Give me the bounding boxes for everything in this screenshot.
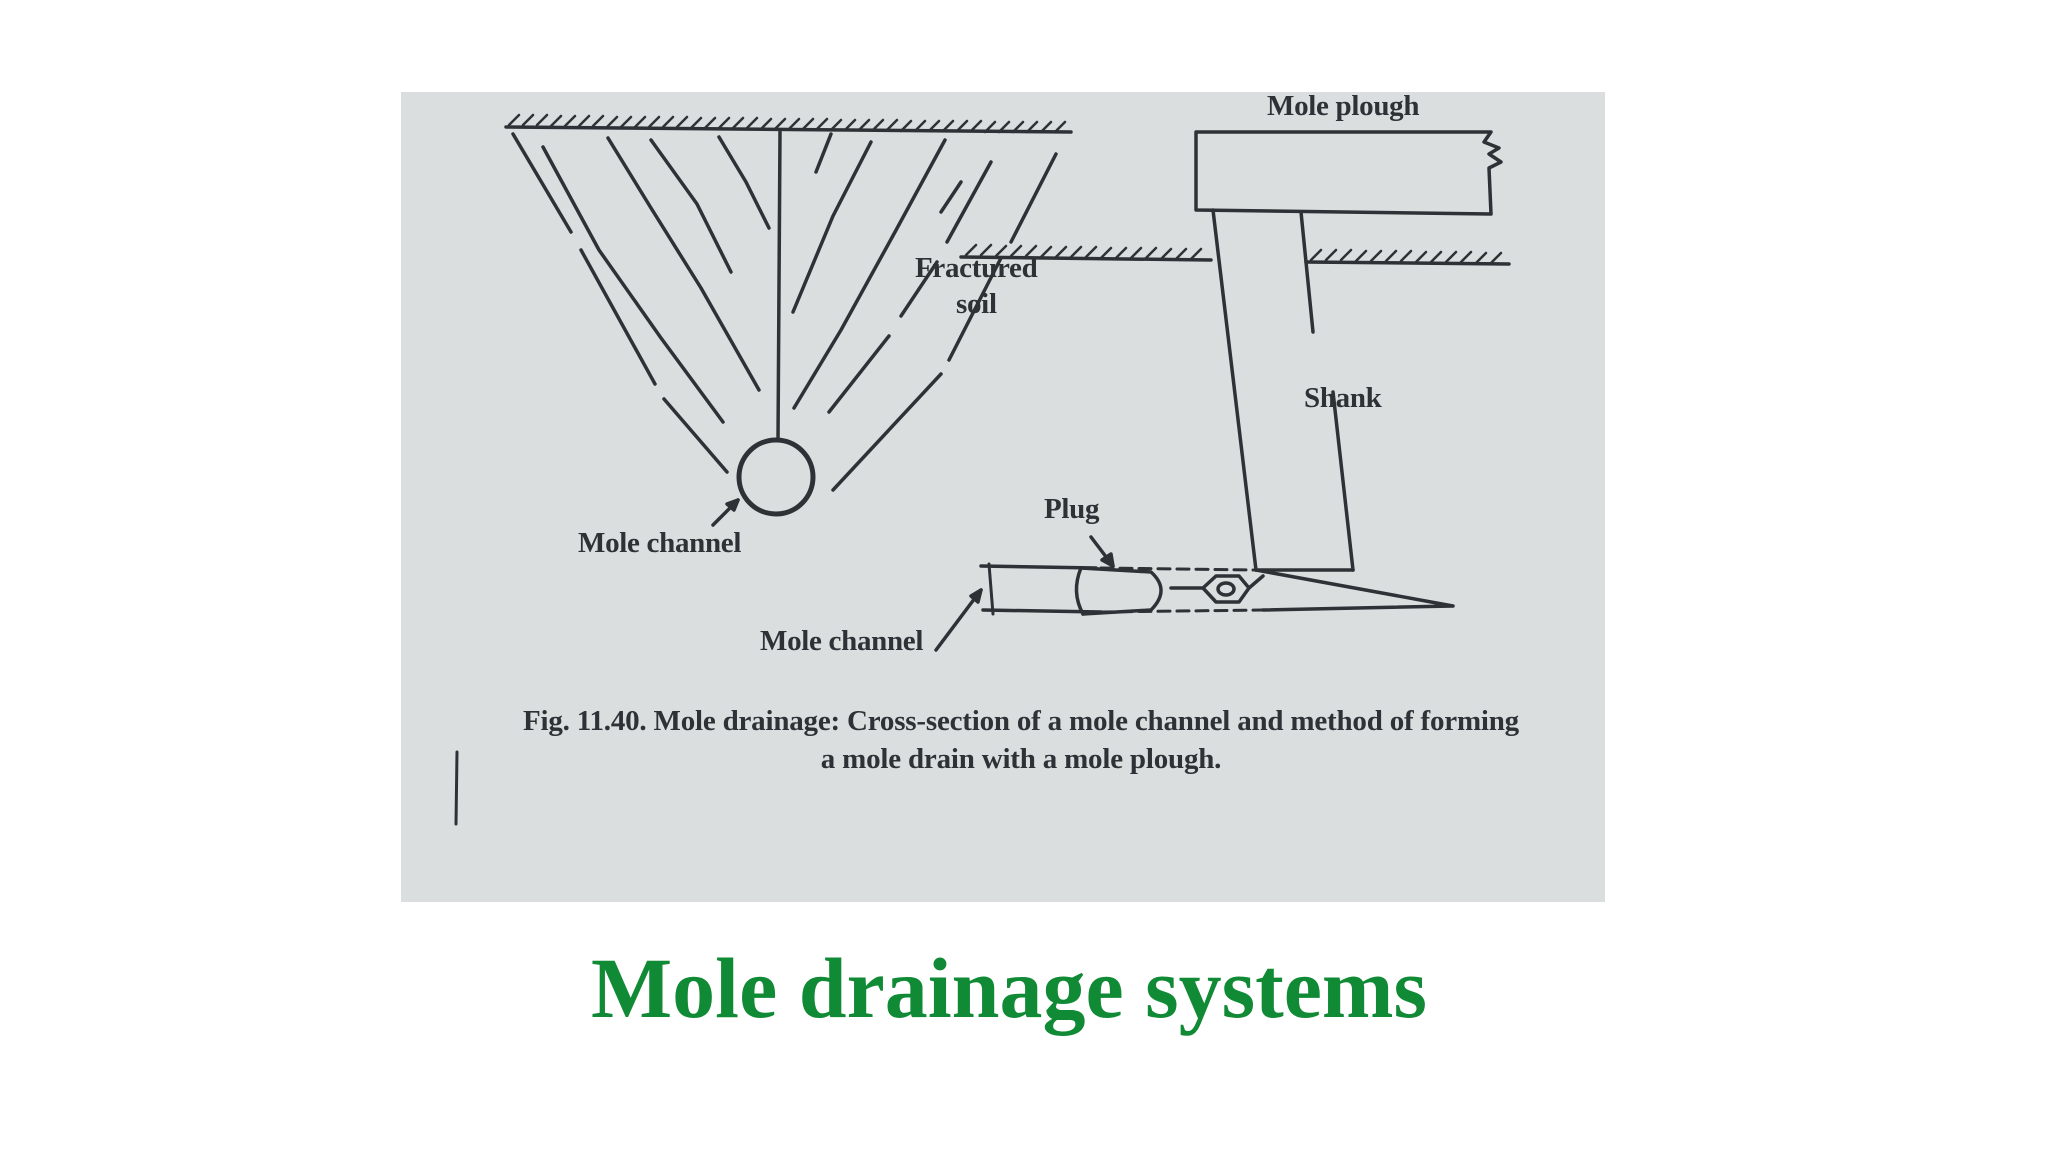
shank-label: Shank (1304, 382, 1382, 414)
plug-label: Plug (1044, 493, 1100, 525)
mole-plough-label: Mole plough (1267, 90, 1420, 122)
shank (1211, 208, 1455, 612)
ground-surface-left (504, 113, 1073, 134)
mole-plough-beam (1194, 130, 1503, 216)
margin-mark (454, 750, 459, 826)
mole-channel-label-right: Mole channel (760, 625, 924, 657)
mole-channel-label-left: Mole channel (578, 527, 742, 559)
mole-and-plug (979, 562, 1265, 616)
fractured-soil-label-line1: Fractured (915, 252, 1038, 284)
figure-caption-line2: a mole drain with a mole plough. (820, 743, 1222, 775)
figure-scan: Fractured soil Mole channel Mole plough … (401, 92, 1605, 902)
slide-title: Mole drainage systems (591, 940, 1427, 1036)
ground-surface-right (959, 243, 1511, 266)
fractured-soil-label-line2: soil (956, 288, 997, 320)
fracture-lines (511, 130, 1058, 492)
mole-channel-circle (736, 437, 816, 517)
figure-caption-line1: Fig. 11.40. Mole drainage: Cross-section… (523, 705, 1519, 737)
mole-drainage-diagram (454, 113, 1511, 826)
